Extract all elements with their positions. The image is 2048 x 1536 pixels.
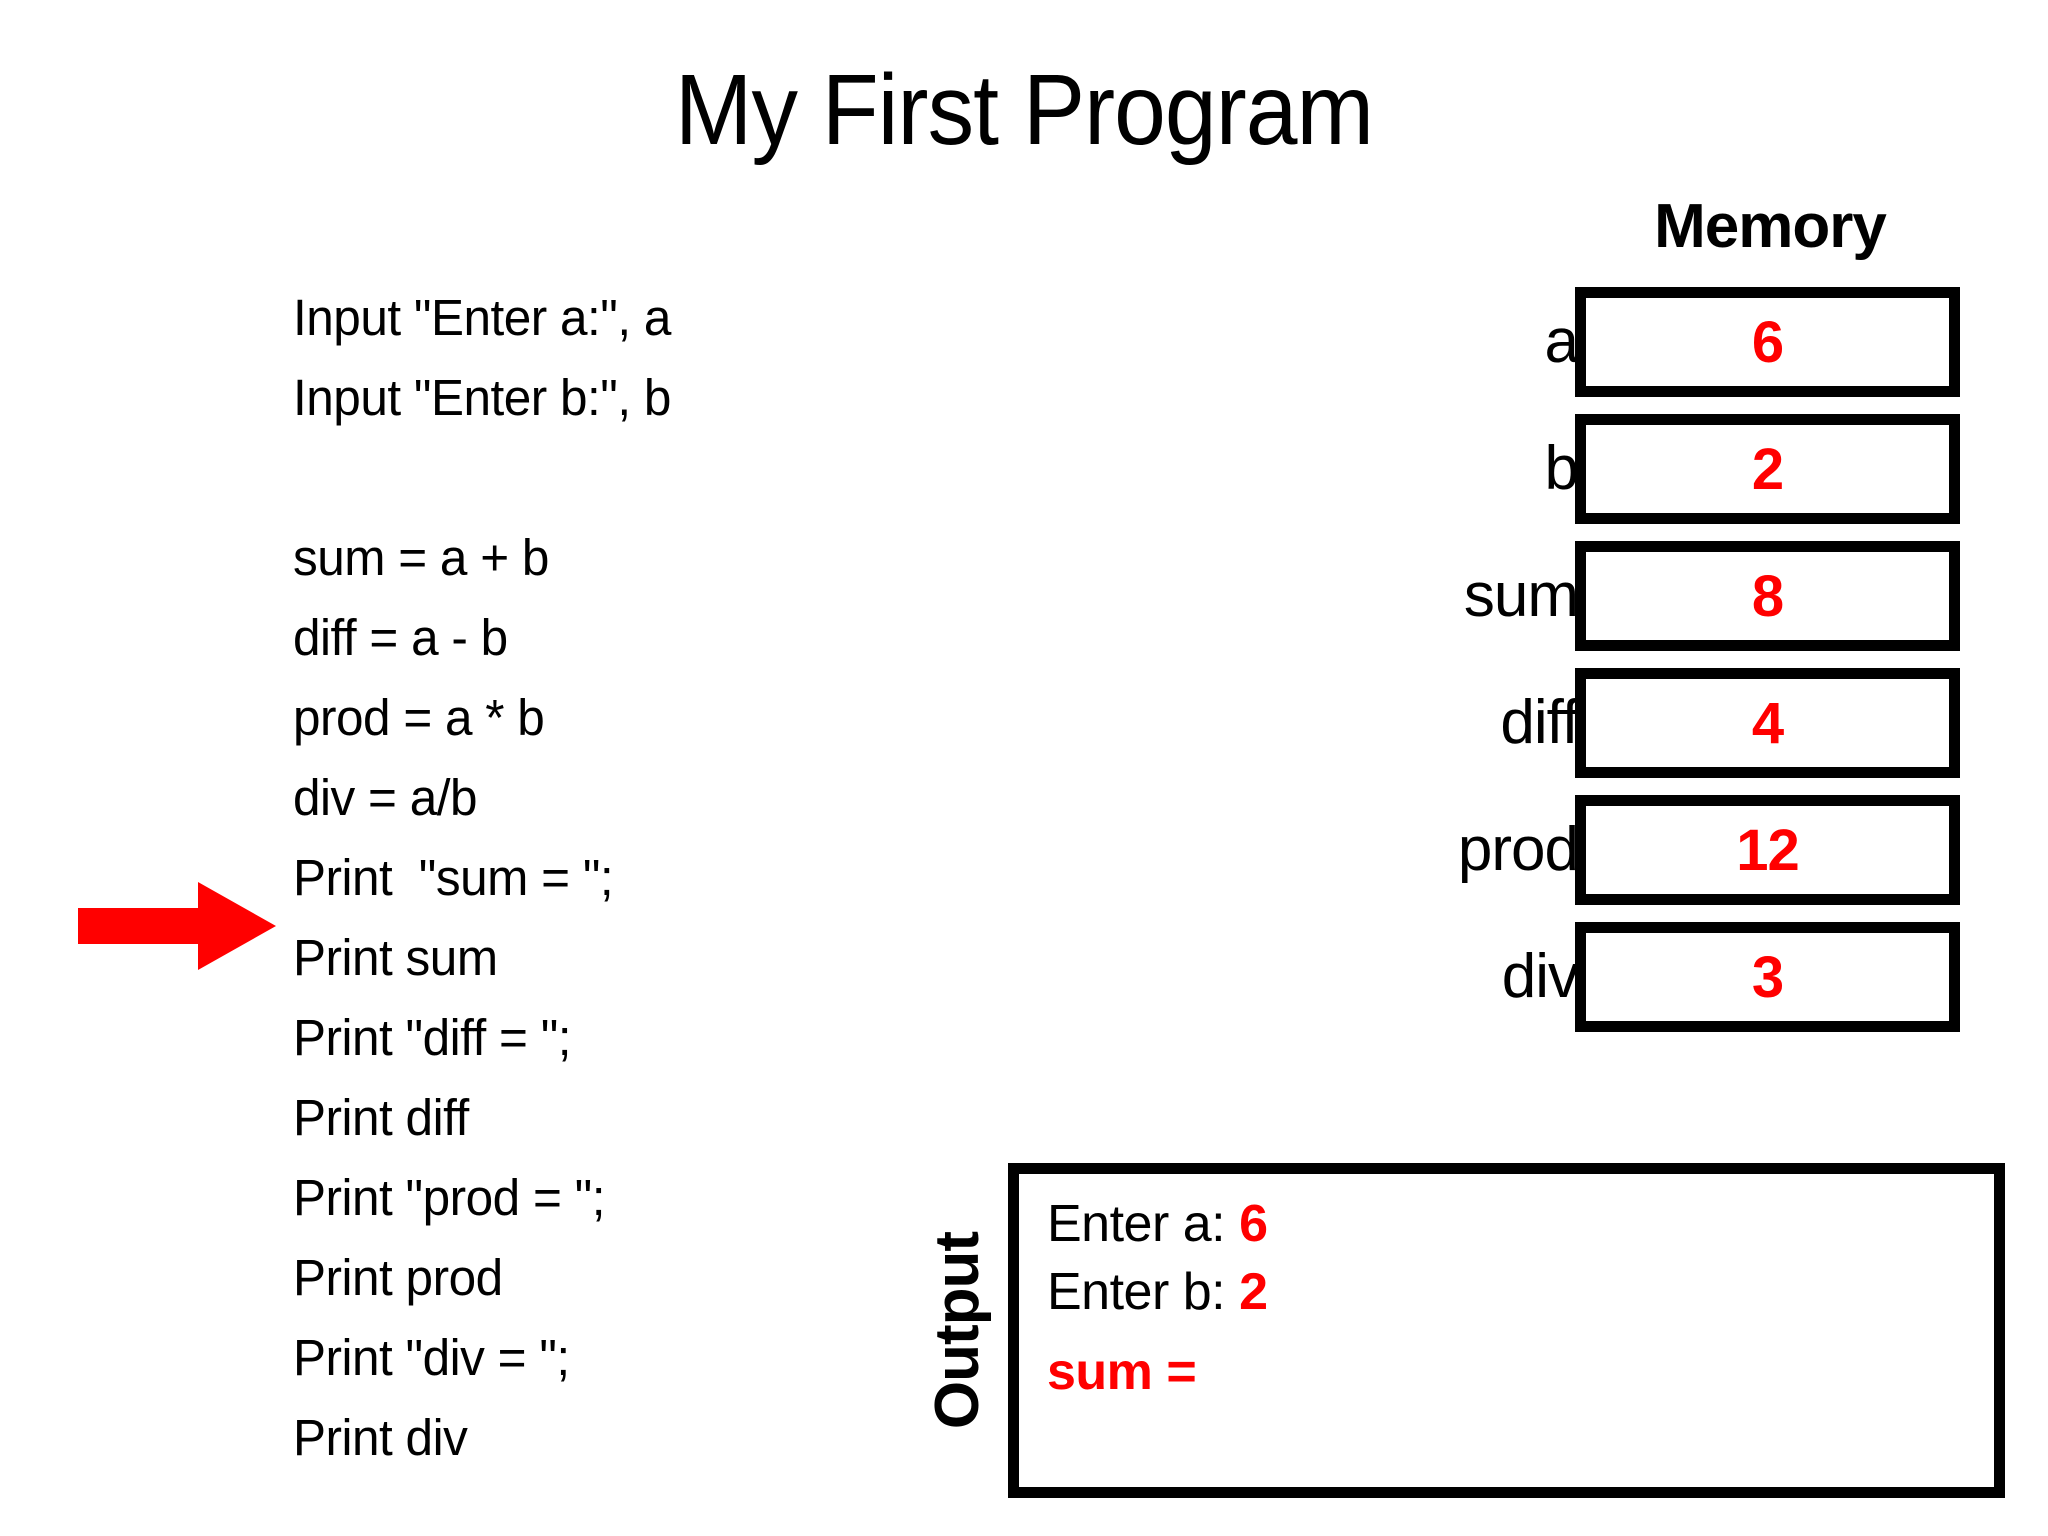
output-line-text: Enter b: (1047, 1263, 1240, 1321)
memory-row-b: b 2 (1240, 414, 1980, 524)
output-line: Enter a: 6 (1047, 1190, 1984, 1258)
memory-variable-name: sum (1463, 561, 1579, 630)
code-line: sum = a + b (293, 529, 549, 586)
memory-value-box: 6 (1575, 287, 1960, 397)
memory-variable-value: 2 (1751, 436, 1784, 502)
memory-row-sum: sum 8 (1240, 541, 1980, 651)
code-line: Print "prod = "; (293, 1169, 605, 1226)
memory-value-box: 2 (1575, 414, 1960, 524)
execution-pointer-arrow-icon (78, 882, 276, 970)
memory-variable-name: prod (1457, 815, 1579, 884)
memory-variable-value: 6 (1751, 309, 1784, 375)
memory-value-box: 3 (1575, 922, 1960, 1032)
code-line: Input "Enter a:", a (293, 289, 671, 346)
page-title: My First Program (674, 54, 1374, 166)
memory-variable-name: b (1544, 434, 1579, 503)
code-line: Input "Enter b:", b (293, 369, 671, 426)
memory-title: Memory (1654, 192, 1887, 261)
output-line-text: sum = (1047, 1343, 1211, 1401)
code-line-blank (293, 438, 914, 518)
memory-row-div: div 3 (1240, 922, 1980, 1032)
code-line: Print "diff = "; (293, 1009, 572, 1066)
output-console-box: Enter a: 6 Enter b: 2 sum = (1008, 1163, 2005, 1498)
output-line-pending: sum = (1047, 1338, 1984, 1406)
output-label: Output (923, 1231, 992, 1430)
memory-variable-name: diff (1500, 688, 1579, 757)
output-line-value: 2 (1239, 1263, 1268, 1321)
code-line: Print "sum = "; (293, 849, 614, 906)
output-line-text: Enter a: (1047, 1195, 1240, 1253)
code-line: prod = a * b (293, 689, 545, 746)
code-line: Print prod (293, 1249, 503, 1306)
memory-variable-value: 3 (1751, 944, 1784, 1010)
memory-row-a: a 6 (1240, 287, 1980, 397)
memory-row-diff: diff 4 (1240, 668, 1980, 778)
memory-variable-value: 4 (1751, 690, 1784, 756)
output-lines: Enter a: 6 Enter b: 2 sum = (1047, 1190, 1984, 1406)
code-line-current: Print sum (293, 929, 498, 986)
code-line: Print diff (293, 1089, 469, 1146)
memory-value-box: 8 (1575, 541, 1960, 651)
memory-value-box: 4 (1575, 668, 1960, 778)
memory-variable-value: 12 (1736, 817, 1800, 883)
code-line: diff = a - b (293, 609, 508, 666)
memory-row-prod: prod 12 (1240, 795, 1980, 905)
memory-variable-value: 8 (1751, 563, 1784, 629)
output-panel: Output Enter a: 6 Enter b: 2 sum = (923, 1163, 2005, 1498)
code-line: div = a/b (293, 769, 478, 826)
memory-variable-name: div (1501, 942, 1579, 1011)
code-line: Print div (293, 1409, 468, 1466)
code-line: Print "div = "; (293, 1329, 570, 1386)
output-line-value: 6 (1239, 1195, 1268, 1253)
memory-value-box: 12 (1575, 795, 1960, 905)
memory-variable-name: a (1544, 307, 1579, 376)
program-code-listing: Input "Enter a:", a Input "Enter b:", b … (293, 278, 933, 1478)
output-line: Enter b: 2 (1047, 1258, 1984, 1326)
